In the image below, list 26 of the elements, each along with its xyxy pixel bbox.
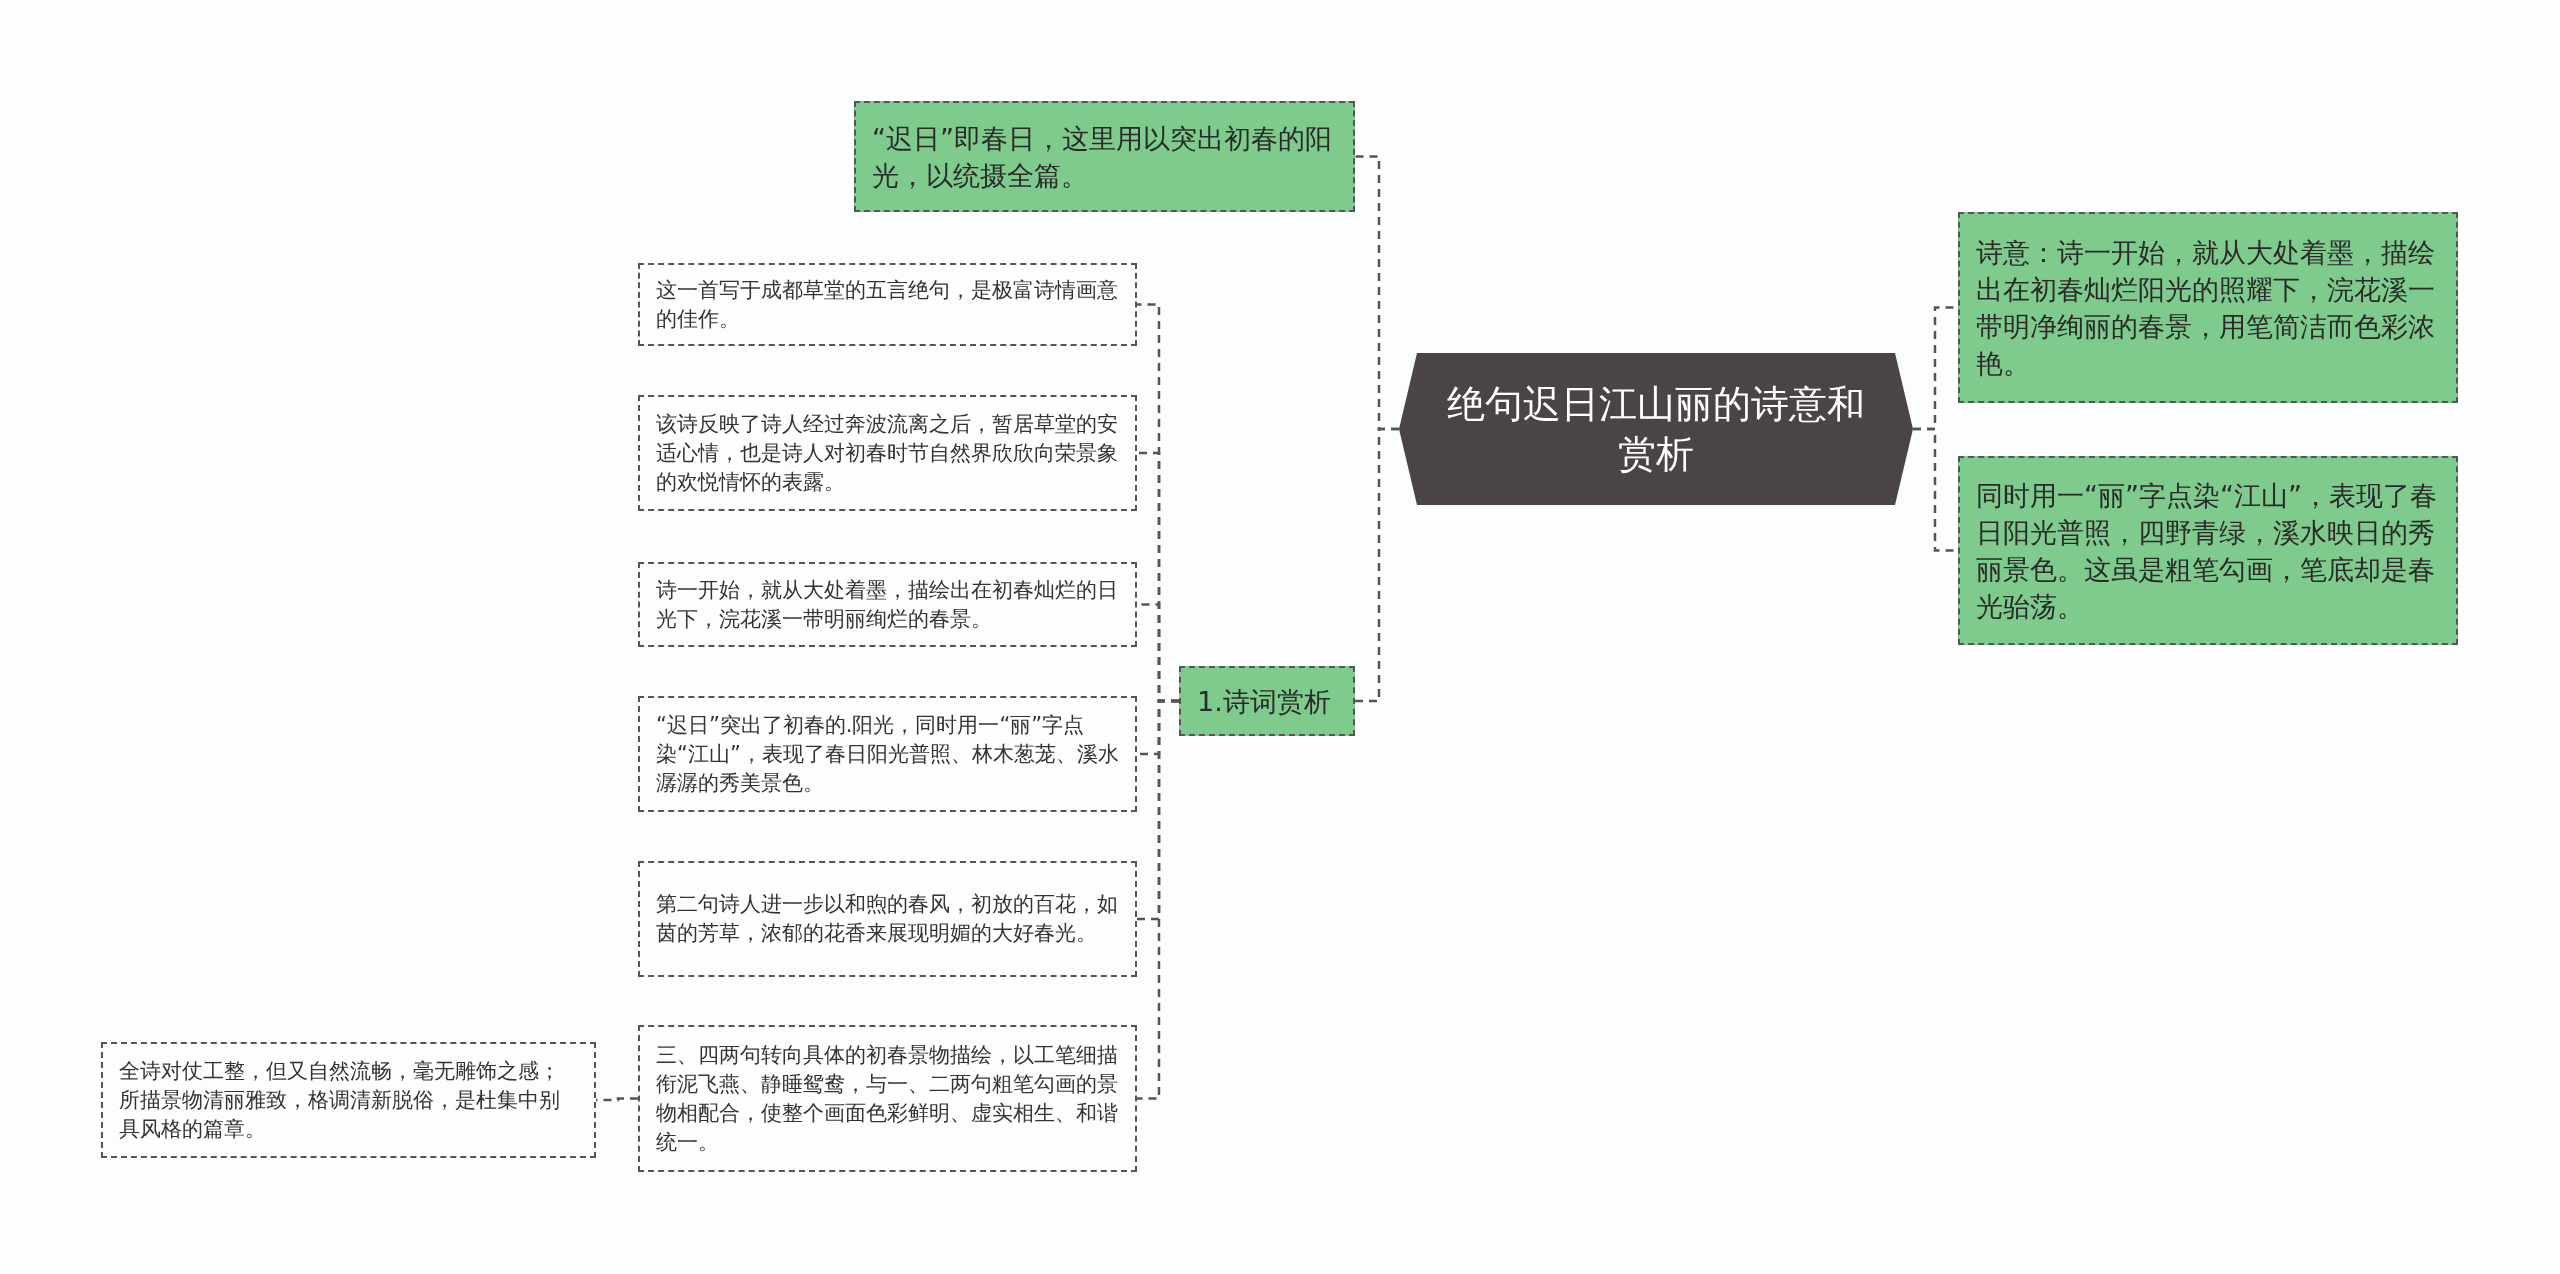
note-box: [638, 562, 1137, 647]
note-text: 第二句诗人进一步以和煦的春风，初放的百花，如茵的芳草，浓郁的花香来展现明媚的大好春光。: [655, 891, 1119, 947]
note-box: [638, 263, 1137, 346]
note-text: 全诗对仗工整，但又自然流畅，毫无雕饰之感；所描景物清丽雅致，格调清新脱俗，是杜集中别具风格的篇章。: [118, 1057, 561, 1143]
note-text: 1.诗词赏析: [1196, 684, 1332, 719]
note-box: [1179, 666, 1355, 736]
connector-line: [1137, 699, 1179, 1100]
topic-title: 绝句迟日江山丽的诗意和赏析: [1446, 381, 1866, 478]
note-text: 诗一开始，就从大处着墨，描绘出在初春灿烂的日光下，浣花溪一带明丽绚烂的春景。: [655, 576, 1119, 633]
note-text: 该诗反映了诗人经过奔波流离之后，暂居草堂的安适心情，也是诗人对初春时节自然界欣欣向荣景象的欢悦情怀的表露。: [655, 410, 1119, 496]
note-text: “迟日”突出了初春的.阳光，同时用一“丽”字点染“江山”，表现了春日阳光普照、林木葱茏、溪水潺潺的秀美景色。: [655, 711, 1120, 797]
note-box: [1958, 456, 2458, 645]
note-box: [638, 861, 1137, 977]
note-box: [638, 696, 1137, 812]
note-box: [854, 101, 1355, 212]
note-text: 这一首写于成都草堂的五言绝句，是极富诗情画意的佳作。: [655, 276, 1119, 333]
note-text: 同时用一“丽”字点染“江山”，表现了春日阳光普照，四野青绿，溪水映日的秀丽景色。这虽是粗笔勾画，笔底却是春光骀荡。: [1975, 478, 2438, 624]
note-text: “迟日”即春日，这里用以突出初春的阳光，以统摄全篇。: [871, 121, 1333, 193]
topic-hexagon: [1399, 353, 1913, 505]
note-box: [101, 1042, 596, 1158]
note-text: 诗意：诗一开始，就从大处着墨，描绘出在初春灿烂阳光的照耀下，浣花溪一带明净绚丽的春景，用笔简洁而色彩浓艳。: [1975, 235, 2436, 381]
note-box: [1958, 212, 2458, 403]
note-text: 三、四两句转向具体的初春景物描绘，以工笔细描衔泥飞燕、静睡鸳鸯，与一、二两句粗笔勾画的景物相配合，使整个画面色彩鲜明、虚实相生、和谐统一。: [655, 1041, 1119, 1156]
note-box: [638, 1025, 1137, 1172]
connector-line: [1355, 427, 1399, 703]
note-box: [638, 395, 1137, 511]
